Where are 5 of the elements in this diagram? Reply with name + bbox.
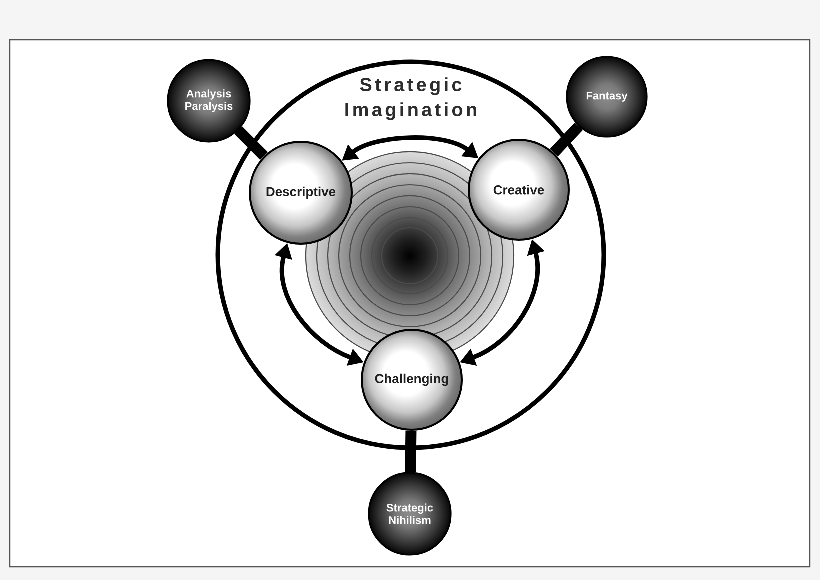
connector xyxy=(550,122,583,157)
sphere: Creative xyxy=(468,139,570,241)
sphere: Descriptive xyxy=(249,141,353,245)
sphere: Challenging xyxy=(361,328,463,431)
circle-heading: Strategic Imagination xyxy=(346,78,476,120)
